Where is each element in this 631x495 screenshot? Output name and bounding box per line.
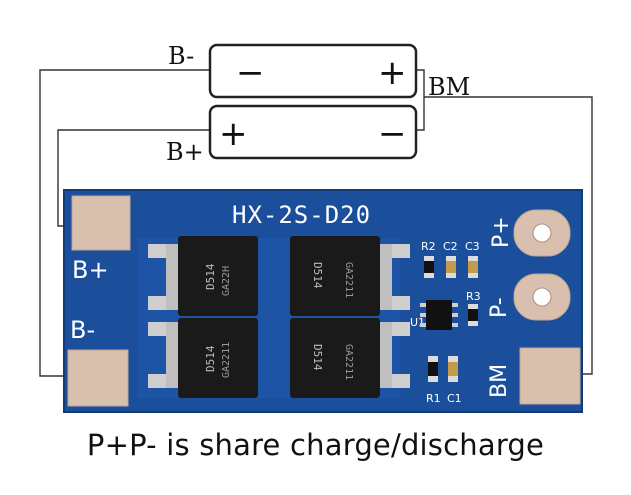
mosfet-3-code: GA2211 [221, 342, 232, 378]
battery-top-plus: + [378, 53, 407, 93]
pad-bm [519, 347, 581, 405]
silk-r3: R3 [466, 290, 481, 303]
label-bm: BM [428, 73, 470, 101]
silk-bplus: B+ [72, 256, 109, 284]
silk-c1: C1 [447, 392, 462, 405]
silk-bm: BM [487, 364, 512, 398]
silk-pplus: P+ [489, 216, 514, 248]
silk-r2: R2 [421, 240, 436, 253]
mosfet-3-mark: D514 [204, 345, 217, 372]
battery-bottom: + − [208, 104, 418, 160]
battery-bottom-minus: − [378, 114, 407, 154]
pad-bminus [67, 349, 129, 407]
battery-top-minus: − [236, 53, 265, 93]
mosfet-bottom-right: D514 GA2211 [290, 318, 410, 398]
pcb-board: HX-2S-D20 B+ B- BM P+ P- D514 GA22H [63, 189, 583, 413]
pplus-pad [513, 209, 571, 257]
silk-r1: R1 [426, 392, 441, 405]
pad-bplus [71, 195, 131, 251]
label-b-plus: B+ [166, 138, 204, 166]
battery-top: − + [208, 43, 418, 99]
mosfet-1-code: GA22H [221, 266, 232, 296]
smd-parts [420, 256, 478, 382]
silk-bminus: B- [70, 316, 95, 344]
pminus-pad [513, 273, 571, 321]
silk-pminus: P- [487, 297, 512, 318]
mosfet-2-code: GA2211 [343, 262, 354, 298]
mosfet-top-left: D514 GA22H [148, 236, 258, 316]
silk-u1: U1 [410, 316, 425, 329]
caption-text: P+P- is share charge/discharge [86, 428, 545, 462]
mosfet-2-mark: D514 [311, 262, 324, 289]
mosfet-4-mark: D514 [311, 344, 324, 371]
board-model-label: HX-2S-D20 [232, 201, 371, 229]
battery-bottom-plus: + [219, 114, 248, 154]
silk-c3: C3 [465, 240, 480, 253]
ic-u1 [426, 300, 452, 330]
label-b-minus: B- [168, 42, 194, 70]
mosfet-1-mark: D514 [204, 263, 217, 290]
mosfet-4-code: GA2211 [343, 344, 354, 380]
mosfet-bottom-left: D514 GA2211 [148, 318, 258, 398]
wire-bm-link [416, 69, 425, 131]
mosfet-top-right: D514 GA2211 [290, 236, 410, 316]
silk-c2: C2 [443, 240, 458, 253]
